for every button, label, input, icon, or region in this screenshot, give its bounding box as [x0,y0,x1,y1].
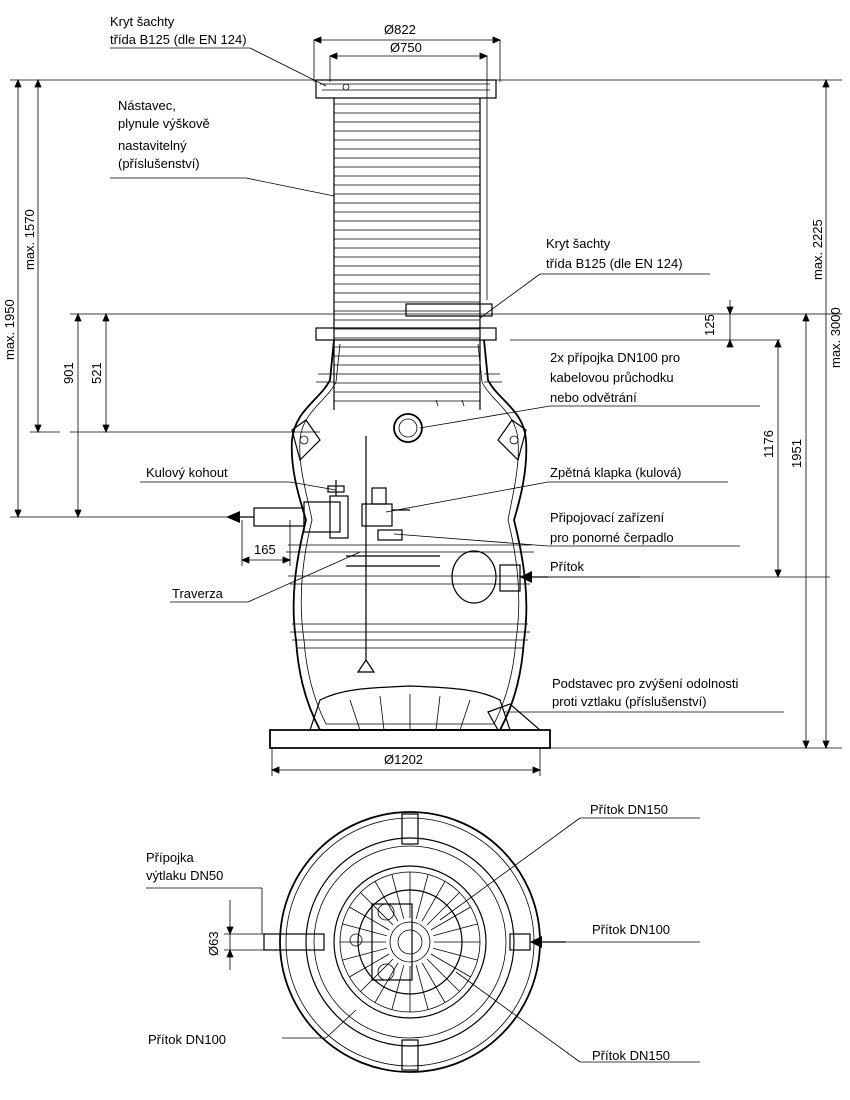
plan-leader-lines [146,817,700,1063]
label-base-1: Podstavec pro zvýšení odolnosti [552,676,739,691]
label-plan-dn150-top: Přítok DN150 [590,802,668,817]
leader-lines [110,47,784,713]
left-vertical-dims [14,78,110,519]
dim-text-max2225: max. 2225 [810,219,825,280]
dim-text-822: Ø822 [384,22,416,37]
label-plan-dn150-bottom: Přítok DN150 [592,1048,670,1063]
dim-text-1176: 1176 [761,430,776,458]
dim-text-63: Ø63 [206,931,221,956]
dim-text-750: Ø750 [390,40,422,55]
dim-63 [224,900,264,970]
label-extension-4: (příslušenství) [118,156,200,171]
extension-riser [333,98,481,410]
label-connection-2: kabelovou průchodku [550,370,674,385]
label-plan-dn100-left: Přítok DN100 [148,1032,226,1047]
label-cover-top-2: třída B125 (dle EN 124) [110,32,247,47]
dim-text-max3000: max. 3000 [828,307,843,368]
dim-1202 [270,748,542,776]
dim-text-165: 165 [254,542,276,557]
label-coupling-2: pro ponorné čerpadlo [550,530,674,545]
label-cover-top-1: Kryt šachty [110,14,175,29]
top-cover [315,79,497,99]
label-connection-1: 2x přípojka DN100 pro [550,350,680,365]
label-cover-mid-1: Kryt šachty [546,236,611,251]
label-connection-3: nebo odvětrání [550,390,637,405]
dim-text-max1950: max. 1950 [2,299,17,360]
label-extension-1: Nástavec, [118,98,176,113]
label-plan-dn100-right: Přítok DN100 [592,922,670,937]
label-traverse: Traverza [172,586,224,601]
dim-text-125: 125 [702,314,717,336]
dim-text-521: 521 [89,362,104,384]
dim-165 [240,520,292,566]
label-cover-mid-2: třída B125 (dle EN 124) [546,256,683,271]
label-inflow: Přítok [550,559,584,574]
label-plan-pressure-2: výtlaku DN50 [146,868,223,883]
dim-text-1951: 1951 [789,439,804,468]
top-diameter-dims [312,36,502,300]
middle-cover [315,303,497,341]
elevation-view: Kryt šachty třída B125 (dle EN 124) Nást… [2,14,843,776]
dim-text-max1570: max. 1570 [22,209,37,270]
label-ball-valve: Kulový kohout [146,465,228,480]
base-plate [269,685,551,749]
label-check-valve: Zpětná klapka (kulová) [550,465,682,480]
plan-view: Přítok DN150 Přípojka výtlaku DN50 Příto… [146,802,700,1073]
label-extension-2: plynule výškově [118,116,210,131]
label-plan-pressure-1: Přípojka [146,850,194,865]
dim-text-1202: Ø1202 [384,752,423,767]
label-base-2: proti vztlaku (příslušenství) [552,694,707,709]
right-vertical-dims [726,78,830,750]
label-coupling-1: Připojovací zařízení [550,510,665,525]
label-extension-3: nastavitelný [118,138,187,153]
dim-text-901: 901 [61,362,76,384]
discharge-piping [226,480,440,567]
